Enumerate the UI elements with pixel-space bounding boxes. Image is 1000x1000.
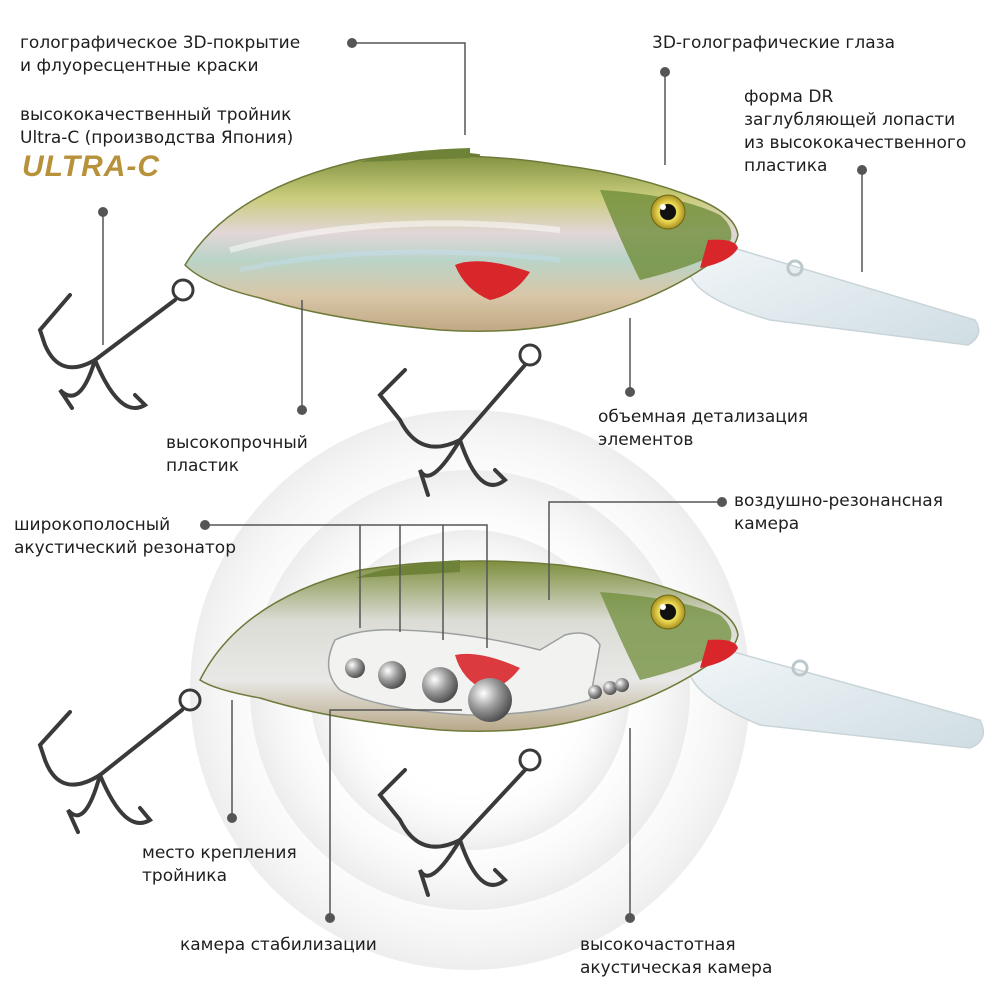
- label-air-chamber-line2: камера: [734, 514, 800, 534]
- lower-lure: [37, 560, 985, 897]
- label-coating-line2: и флуоресцентные краски: [20, 56, 259, 76]
- label-hook-ultra-line2: Ultra-C (производства Япония): [20, 128, 294, 148]
- label-coating: голографическое 3D-покрытие и флуоресцен…: [20, 32, 300, 78]
- diving-lip-upper: [689, 233, 980, 346]
- label-lip-line4: пластика: [744, 156, 828, 176]
- label-hook-ultra: высококачественный тройник Ultra-C (прои…: [20, 104, 293, 150]
- upper-lure: [37, 148, 980, 497]
- label-coating-line1: голографическое 3D-покрытие: [20, 33, 301, 53]
- label-air-chamber: воздушно-резонансная камера: [734, 490, 943, 536]
- label-hf-chamber-line1: высокочастотная: [580, 935, 736, 955]
- label-eyes-line1: 3D-голографические глаза: [652, 33, 896, 53]
- label-plastic-line2: пластик: [166, 456, 239, 476]
- label-detail-line2: элементов: [598, 430, 694, 450]
- label-lip-line1: форма DR: [744, 87, 834, 107]
- label-resonator-line2: акустический резонатор: [14, 538, 236, 558]
- diving-lip-lower: [689, 639, 985, 749]
- label-hook-mount-line2: тройника: [142, 866, 227, 886]
- label-hook-mount-line1: место крепления: [142, 843, 297, 863]
- leader-lines: [102, 42, 863, 918]
- pectoral-fin-upper: [455, 261, 530, 300]
- ultra-c-logo-text: ULTRA-C: [22, 150, 161, 183]
- label-air-chamber-line1: воздушно-резонансная: [734, 491, 943, 511]
- label-resonator: широкополосный акустический резонатор: [14, 514, 236, 560]
- label-detail-line1: объемная детализация: [598, 407, 809, 427]
- label-lip-line2: заглубляющей лопасти: [744, 110, 956, 130]
- label-resonator-line1: широкополосный: [14, 515, 171, 535]
- label-stabilization: камера стабилизации: [180, 934, 377, 957]
- rattle-balls: [345, 658, 629, 722]
- leader-dots: [98, 38, 867, 923]
- label-hook-ultra-line1: высококачественный тройник: [20, 105, 292, 125]
- label-hf-chamber-line2: акустическая камера: [580, 958, 773, 978]
- label-hf-chamber: высокочастотная акустическая камера: [580, 934, 772, 980]
- label-hook-mount: место крепления тройника: [142, 842, 297, 888]
- label-lip-line3: из высококачественного: [744, 133, 967, 153]
- treble-hook-rear-upper: [37, 293, 177, 410]
- label-detail: объемная детализация элементов: [598, 406, 808, 452]
- treble-hook-rear-lower: [37, 708, 184, 834]
- label-stabilization-line1: камера стабилизации: [180, 935, 377, 955]
- label-plastic-line1: высокопрочный: [166, 433, 308, 453]
- eye-upper: [650, 194, 686, 230]
- label-plastic: высокопрочный пластик: [166, 432, 308, 478]
- label-lip: форма DR заглубляющей лопасти из высокок…: [744, 86, 966, 178]
- treble-hook-front-lower: [377, 768, 527, 897]
- treble-hook-front-upper: [377, 363, 527, 497]
- label-eyes: 3D-голографические глаза: [652, 32, 895, 55]
- ultra-c-logo: ULTRA-C: [22, 150, 160, 184]
- eye-lower: [650, 594, 686, 630]
